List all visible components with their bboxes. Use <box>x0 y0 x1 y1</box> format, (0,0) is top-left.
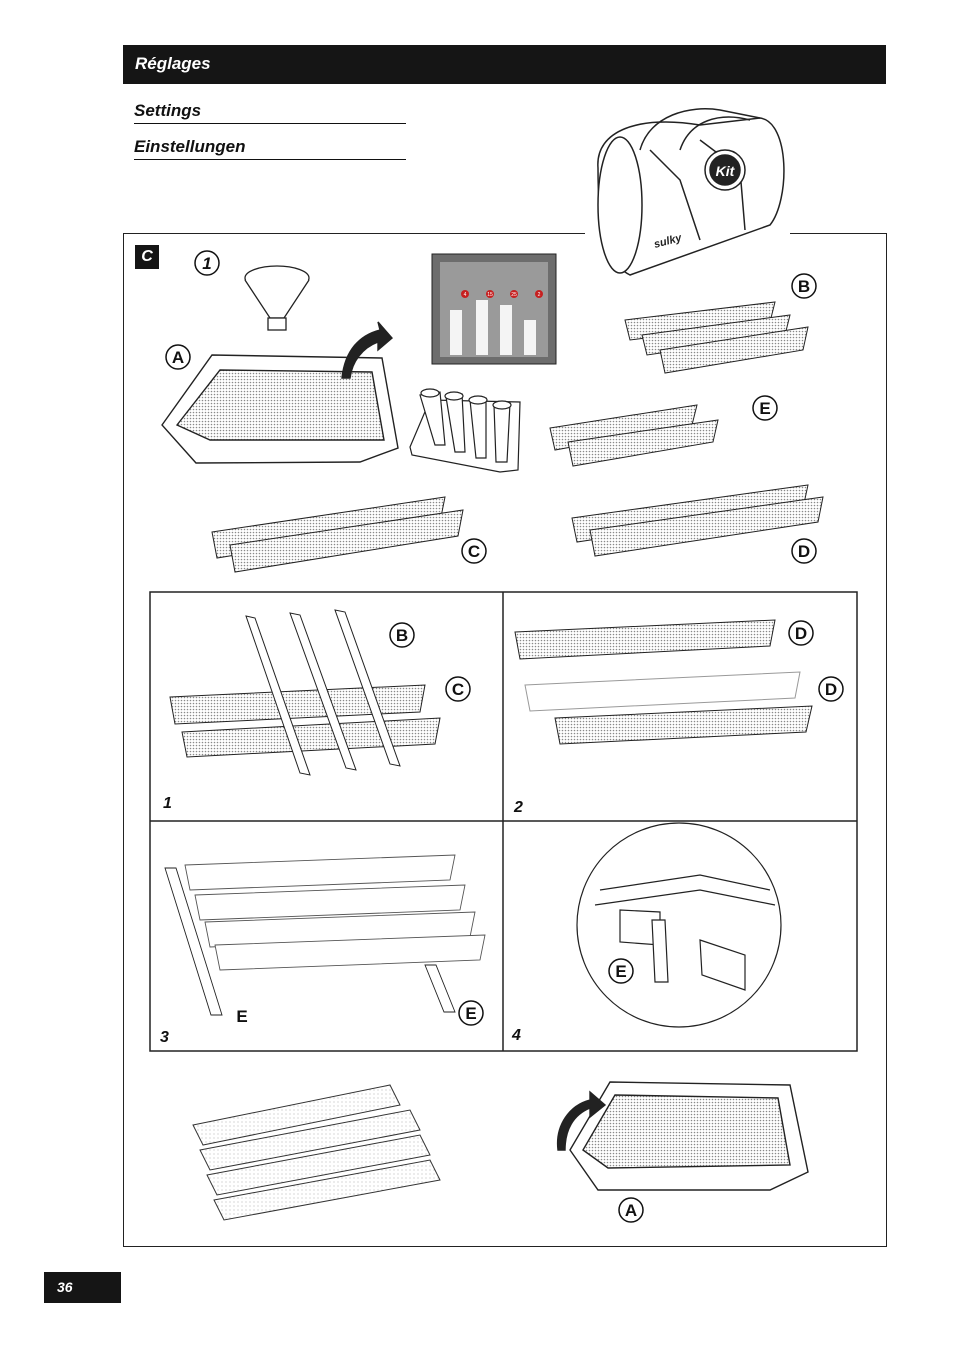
tray-a-illustration <box>161 321 399 464</box>
page-number: 36 <box>44 1272 121 1303</box>
callout-c: C <box>452 680 464 699</box>
subtitle-settings: Settings <box>134 101 406 124</box>
callout-circle <box>389 622 415 648</box>
subtitle-einstellungen: Einstellungen <box>134 137 406 160</box>
test-box-mark: 4 <box>464 292 467 298</box>
step-number: 2 <box>513 799 523 816</box>
callout-circle <box>818 676 844 702</box>
step-number: 4 <box>511 1027 521 1044</box>
callout-a: A <box>625 1201 637 1220</box>
section-header-bar: Réglages <box>123 45 886 84</box>
step-2-illustration <box>514 619 813 745</box>
callout-circle <box>618 1197 644 1223</box>
divider-set-b <box>624 301 809 374</box>
callout-1: 1 <box>202 254 211 273</box>
callout-d: D <box>795 624 807 643</box>
divider-set-c <box>211 496 464 573</box>
callout-a: A <box>172 348 184 367</box>
test-box-mark: 15 <box>487 292 493 298</box>
callout-b: B <box>396 626 408 645</box>
callout-circle <box>752 395 778 421</box>
callout-circle <box>791 538 817 564</box>
test-box-mark: 2 <box>538 292 541 298</box>
callout-d: D <box>825 680 837 699</box>
step-4-illustration <box>576 822 782 1028</box>
callout-circle <box>788 620 814 646</box>
section-badge: C <box>135 245 159 269</box>
callout-e: E <box>759 399 770 418</box>
kit-bag-illustration <box>597 108 785 276</box>
test-box-marks: 4 15 25 2 <box>464 292 541 298</box>
callout-circle <box>194 250 220 276</box>
divider-set-d <box>571 484 824 557</box>
steps-grid <box>149 591 858 1052</box>
funnel-illustration <box>244 265 310 331</box>
illustration-frame <box>123 233 887 1247</box>
callout-e: E <box>465 1004 476 1023</box>
callout-circle <box>608 958 634 984</box>
callout-c: C <box>468 542 480 561</box>
callout-circle <box>458 1000 484 1026</box>
test-box-illustration <box>431 253 557 365</box>
step-number: 3 <box>160 1029 169 1046</box>
final-grid-illustration <box>192 1084 441 1221</box>
callout-circle <box>165 344 191 370</box>
callout-circle <box>791 273 817 299</box>
section-title: Réglages <box>135 54 211 73</box>
callout-circle <box>461 538 487 564</box>
callout-b: B <box>798 277 810 296</box>
test-box-mark: 25 <box>511 292 517 298</box>
callout-circle <box>445 676 471 702</box>
callout-e: E <box>615 962 626 981</box>
bag-kit-label: Kit <box>716 163 736 179</box>
tray-a-bottom-illustration <box>556 1081 809 1191</box>
step-1-illustration <box>169 609 441 776</box>
divider-set-e <box>549 404 719 467</box>
callout-e-plain: E <box>236 1007 247 1026</box>
tube-rack-illustration <box>409 388 521 473</box>
step-3-illustration <box>164 854 486 1016</box>
callout-d: D <box>798 542 810 561</box>
step-number: 1 <box>163 795 172 812</box>
